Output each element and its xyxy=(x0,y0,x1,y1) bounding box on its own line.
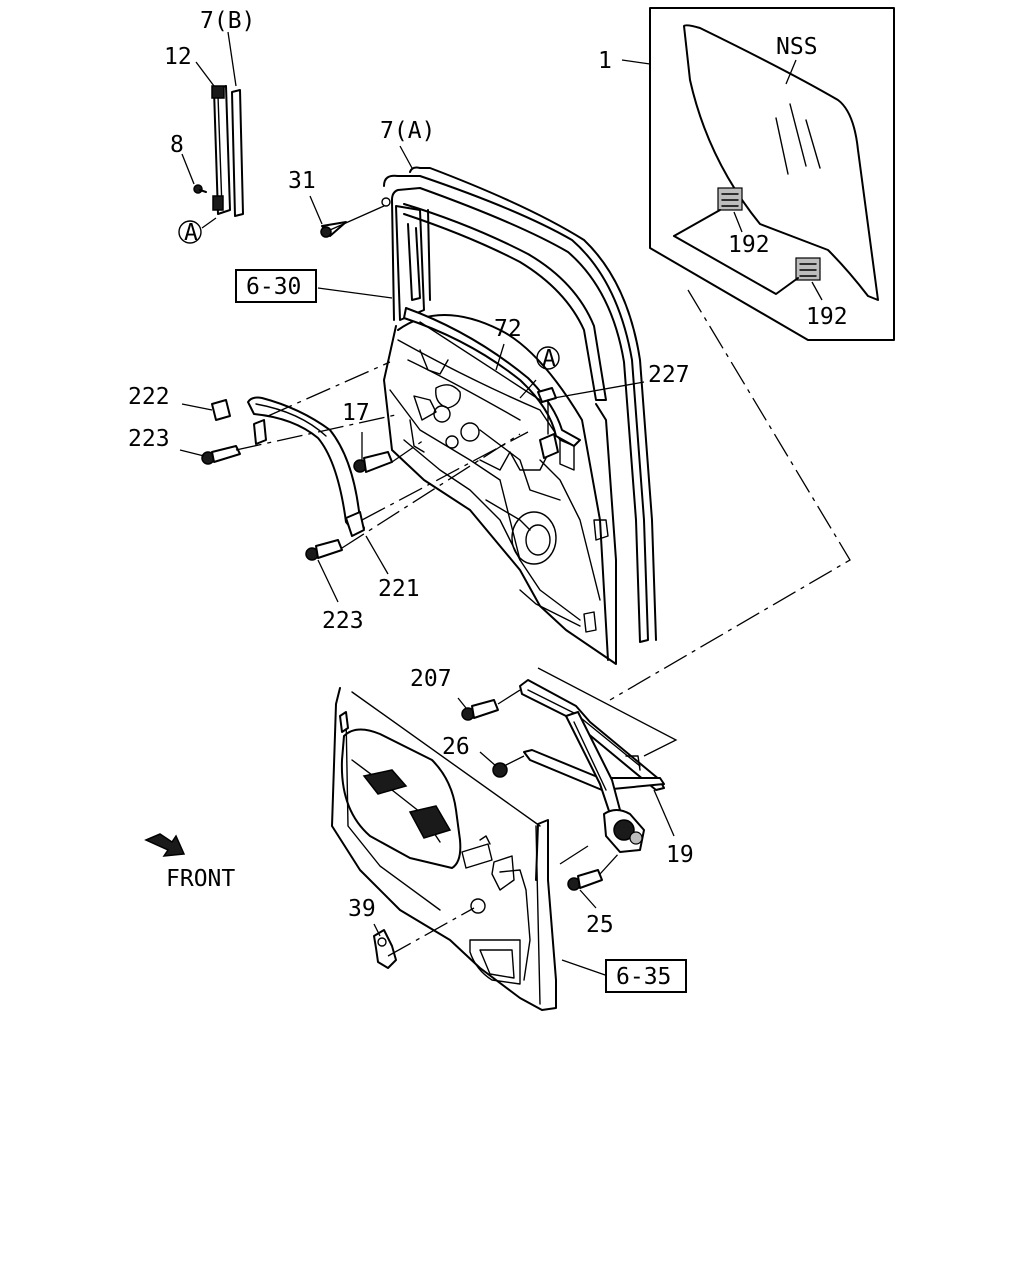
label-17: 17 xyxy=(342,400,370,426)
label-192-lower: 192 xyxy=(806,304,848,330)
label-25: 25 xyxy=(586,912,614,938)
nut-26 xyxy=(492,762,508,778)
label-12: 12 xyxy=(164,44,192,70)
ref-label-6-30[interactable]: 6-30 xyxy=(246,274,301,300)
label-221: 221 xyxy=(378,576,420,602)
bolt-25 xyxy=(567,869,603,891)
ref-box-6-35[interactable] xyxy=(605,959,687,993)
channel-72 xyxy=(403,307,581,447)
clip-227 xyxy=(537,387,559,459)
glass-run-channel-b xyxy=(211,85,244,217)
door-inner-panel xyxy=(383,203,617,665)
label-nss: NSS xyxy=(776,34,818,60)
label-207: 207 xyxy=(410,666,452,692)
window-regulator-19 xyxy=(519,679,665,853)
stopper-222 xyxy=(211,399,231,421)
label-227: 227 xyxy=(648,362,690,388)
label-31: 31 xyxy=(288,168,316,194)
bolt-223-lower xyxy=(305,539,343,561)
label-circle-a-lower: A xyxy=(542,346,556,372)
label-19: 19 xyxy=(666,842,694,868)
label-223-lower: 223 xyxy=(322,608,364,634)
glass-assembly-box xyxy=(649,7,895,341)
label-223-upper: 223 xyxy=(128,426,170,452)
inner-handle-39 xyxy=(373,929,397,969)
bolt-8 xyxy=(193,184,207,194)
bolt-207 xyxy=(461,699,499,721)
leader-lines xyxy=(179,31,851,977)
ref-label-6-35[interactable]: 6-35 xyxy=(616,964,671,990)
glass-clip-192-upper xyxy=(717,187,743,211)
label-7b: 7(B) xyxy=(200,8,255,34)
circle-marker-a-upper xyxy=(178,220,202,244)
label-72: 72 xyxy=(494,316,522,342)
door-weatherstrip-7a xyxy=(381,166,657,643)
label-39: 39 xyxy=(348,896,376,922)
glass-clip-192-lower xyxy=(795,257,821,281)
label-8: 8 xyxy=(170,132,184,158)
bolt-223-upper xyxy=(201,445,241,465)
label-222: 222 xyxy=(128,384,170,410)
front-arrow-icon xyxy=(144,833,186,857)
label-7a: 7(A) xyxy=(380,118,435,144)
ref-box-6-30[interactable] xyxy=(235,269,317,303)
label-1: 1 xyxy=(598,48,612,74)
circle-marker-a-lower xyxy=(536,346,560,370)
sash-bracket-221 xyxy=(247,396,365,537)
bolt-17 xyxy=(353,451,393,473)
label-26: 26 xyxy=(442,734,470,760)
door-trim-panel xyxy=(331,687,557,1011)
label-192-upper: 192 xyxy=(728,232,770,258)
label-front: FRONT xyxy=(166,866,235,892)
label-circle-a-upper: A xyxy=(184,220,198,246)
